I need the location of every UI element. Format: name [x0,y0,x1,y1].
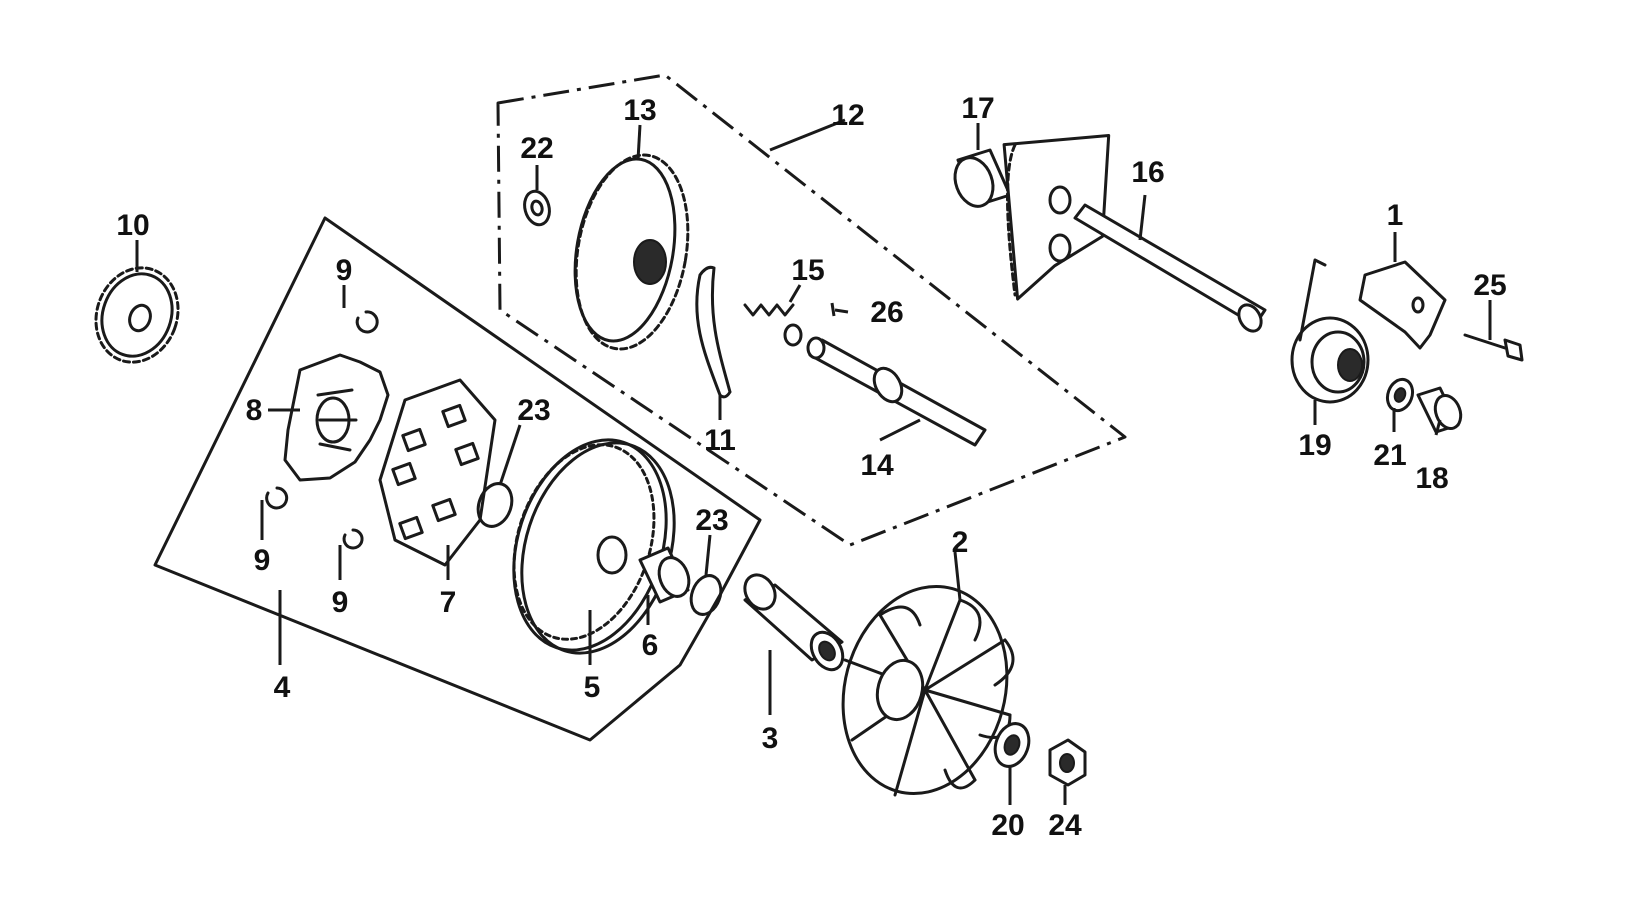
callout-1: 1 [1387,199,1404,232]
callout-6: 6 [642,629,659,662]
callout-26: 26 [870,296,903,329]
ramp-plate-part [283,353,390,482]
callout-5: 5 [584,671,601,704]
callout-25: 25 [1473,269,1506,302]
callout-23b: 23 [695,504,728,537]
washer-part [1385,377,1415,413]
callout-4: 4 [274,671,291,704]
callout-16: 16 [1131,156,1164,189]
callout-15: 15 [791,254,824,287]
nut-part [1048,738,1087,787]
callout-8: 8 [246,394,263,427]
callout-21: 21 [1373,439,1406,472]
clip-part [265,310,379,550]
pin-part [830,302,836,317]
collar-tube-part [743,573,845,672]
callout-23a: 23 [517,394,550,427]
return-spring-part [1290,258,1370,404]
kick-starter-assembly-outline [496,73,1127,547]
washer-part [993,722,1031,768]
small-gear-part [94,266,180,364]
callout-10: 10 [116,209,149,242]
leader-lines [135,118,1492,805]
pulley-face-part [512,438,676,655]
bracket-part [1358,260,1447,350]
shaft-part [806,336,987,447]
callout-24: 24 [1048,809,1082,842]
drive-pulley-assembly-outline [153,216,762,742]
callout-19: 19 [1298,429,1331,462]
spring-clip-part [695,265,732,399]
bolt-part [1463,333,1524,362]
callout-22: 22 [520,132,553,165]
weight-plate-part [378,378,497,567]
callout-9c: 9 [332,586,349,619]
ring-part [476,482,723,616]
callout-11: 11 [704,424,736,457]
callout-2: 2 [952,526,969,559]
bush-part [953,148,1012,208]
spring-part [743,303,803,347]
kick-starter-spindle-part [1002,133,1267,333]
callout-9b: 9 [254,544,271,577]
bushing-part [638,546,691,604]
callout-3: 3 [762,722,779,755]
callout-13: 13 [623,94,656,127]
callout-7: 7 [440,586,457,619]
starter-driven-gear-part [573,153,690,351]
bush-part [1416,386,1463,434]
callout-18: 18 [1415,462,1448,495]
callout-9a: 9 [336,254,353,287]
washer-part [523,189,551,227]
callout-20: 20 [991,809,1024,842]
callout-17: 17 [961,92,994,125]
fan-impeller-part [841,584,1015,797]
callout-labels: 1 2 3 4 5 6 7 8 9 9 9 10 11 12 13 14 15 … [116,92,1506,842]
callout-14: 14 [860,449,894,482]
callout-12: 12 [831,99,864,132]
